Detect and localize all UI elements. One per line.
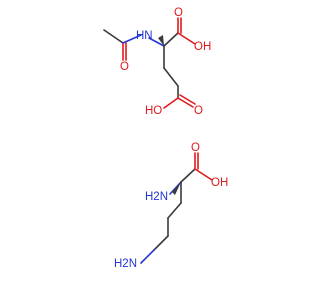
atom-acid-hydroxyl: OH	[211, 177, 228, 189]
bond-alpha-amine	[169, 181, 182, 195]
stereo-wedge-2	[172, 182, 181, 195]
bond-acid1-oh	[177, 32, 196, 45]
atom-amide-oxygen: O	[120, 61, 129, 73]
bond-acid2-oh	[163, 97, 179, 109]
bond-beta-gamma	[163, 67, 179, 87]
bond-n-alpha	[148, 37, 165, 47]
bond-terminal-amine	[140, 249, 155, 264]
atom-acid2-hydroxyl: HO	[145, 105, 162, 117]
bond-acid-oh	[194, 168, 213, 181]
bond-alpha-carboxyl	[180, 168, 196, 183]
atom-alpha-amine: H2N	[145, 191, 168, 203]
atom-acid2-oxygen: O	[194, 105, 203, 117]
bond-acid2-co-2	[179, 94, 196, 105]
structure-canvas: O HN O OH O HO H2N O OH H2N	[103, 7, 228, 270]
bond-carbonyl-n	[122, 34, 142, 44]
atom-acid1-hydroxyl: OH	[194, 41, 211, 53]
bond-chain-2	[167, 202, 182, 219]
bond-acid2-co-1	[177, 97, 194, 108]
molecule-lysine: H2N O OH H2N	[114, 142, 228, 270]
atom-acid-oxygen: O	[191, 142, 200, 154]
atom-amide-nitrogen: HN	[136, 30, 153, 42]
bond-alpha-carboxyl	[163, 32, 179, 47]
atom-acid1-oxygen: O	[174, 7, 183, 19]
bond-methyl-carbonyl	[103, 29, 124, 44]
molecule-n-acetylglutamic-acid: O HN O OH O HO	[103, 7, 211, 117]
stereo-wedge-1	[158, 35, 164, 46]
bond-chain-4	[153, 235, 169, 251]
atom-terminal-amine: H2N	[114, 258, 137, 270]
